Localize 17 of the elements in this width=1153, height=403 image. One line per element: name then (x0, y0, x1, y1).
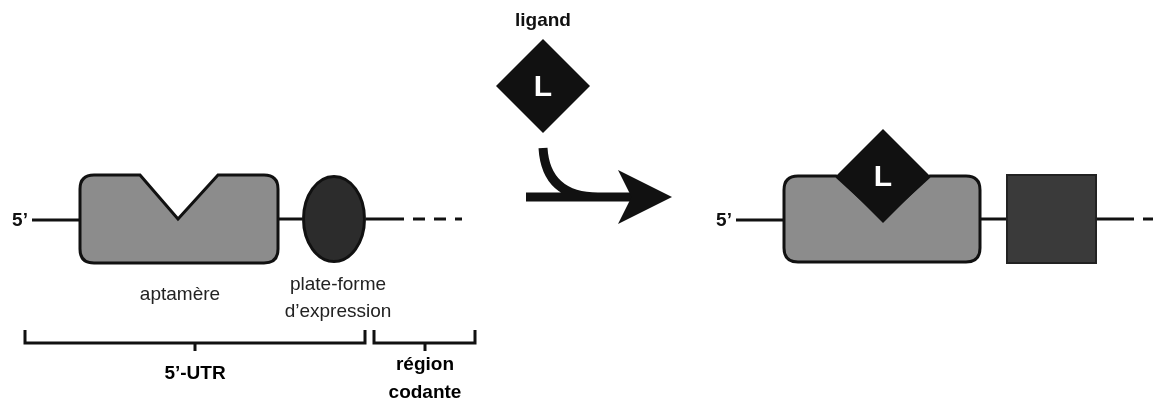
expression-platform-square (1007, 175, 1096, 263)
rna-strand (980, 217, 1007, 221)
expression-platform-label: plate-forme d’expression (283, 272, 393, 323)
ligand-label: ligand (514, 8, 572, 32)
ligand-letter: L (533, 69, 553, 103)
region-label: région codante (387, 352, 463, 403)
region-label: 5’-UTR (163, 361, 227, 385)
rna-strand (278, 217, 302, 221)
rna-strand (1096, 217, 1153, 221)
rna-strand (32, 218, 80, 222)
rna-strand (366, 217, 462, 221)
end-label: 5’ (12, 209, 28, 231)
bound-ligand-diamond (836, 129, 930, 223)
ligand-letter: L (873, 159, 893, 193)
end-label: 5’ (716, 209, 732, 231)
rna-strand (736, 218, 784, 222)
aptamer-label: aptamère (138, 282, 222, 306)
